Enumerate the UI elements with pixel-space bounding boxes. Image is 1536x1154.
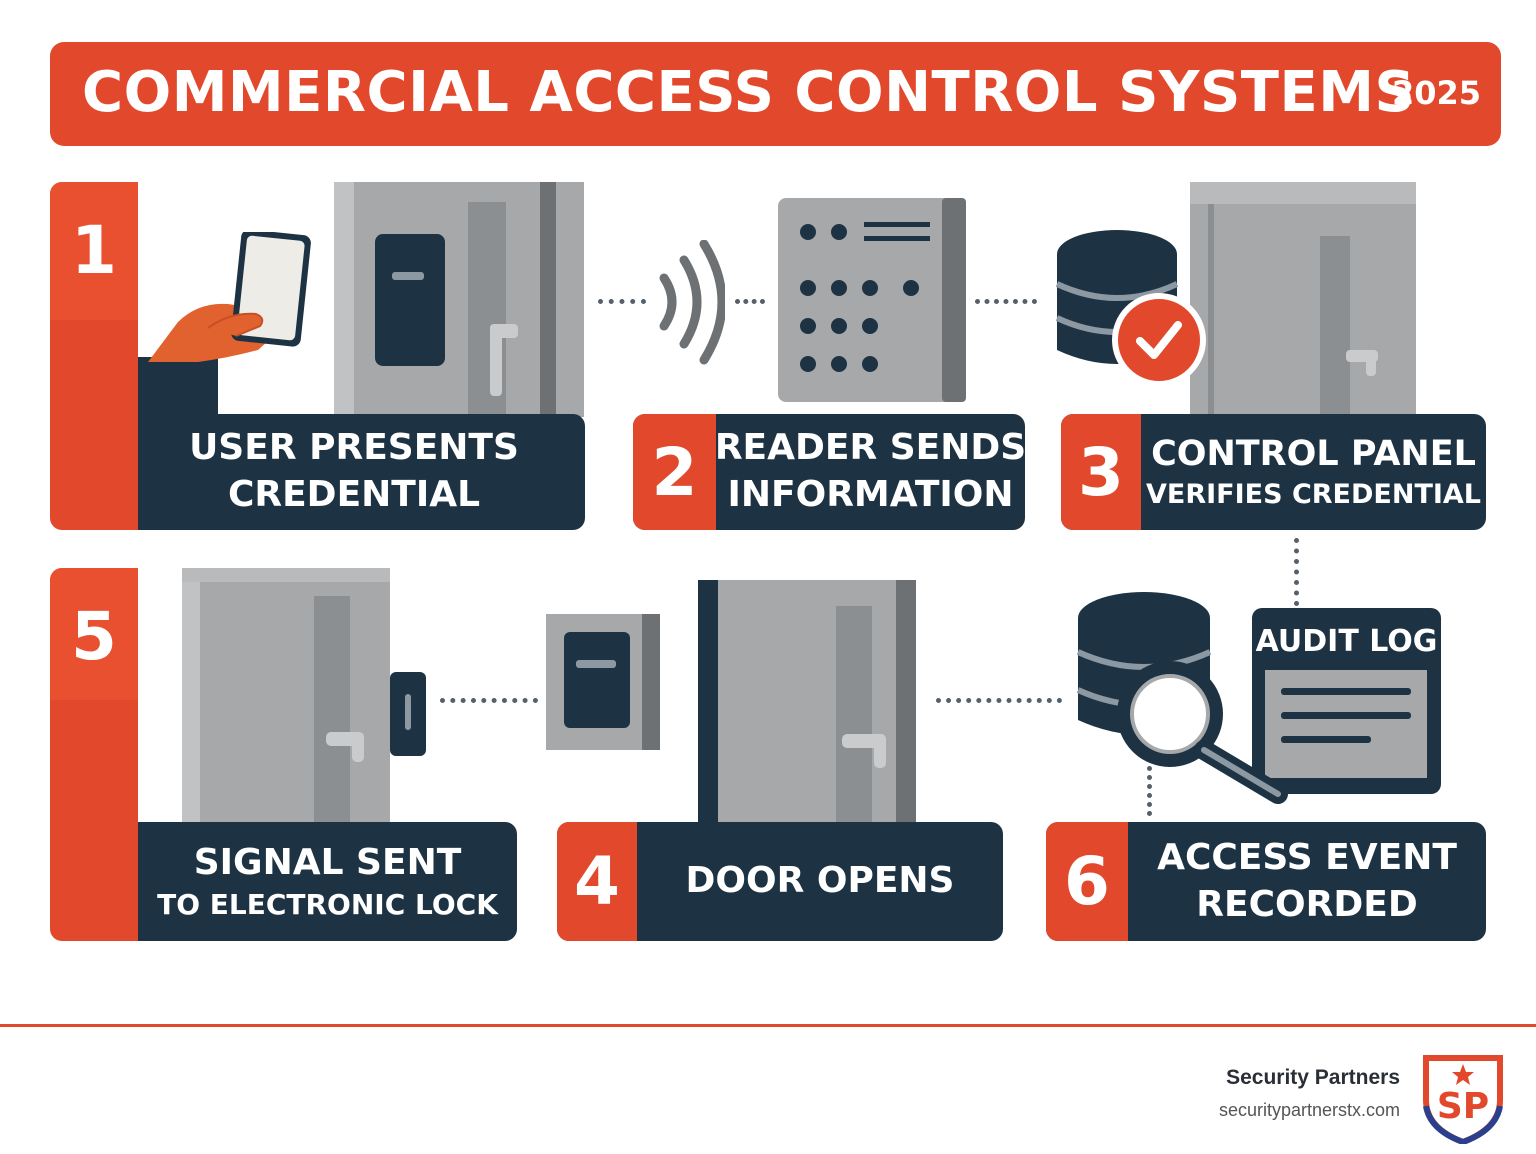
- connector-2-3: [975, 299, 1037, 304]
- connector-4-6: [936, 698, 1062, 703]
- footer-divider: [0, 1024, 1536, 1027]
- audit-log-icon: [1265, 670, 1427, 778]
- connector-4-5: [440, 698, 538, 703]
- page-title: COMMERCIAL ACCESS CONTROL SYSTEMS: [82, 60, 1416, 125]
- check-icon: [1112, 293, 1206, 387]
- step-6-card: 6: [1046, 822, 1486, 941]
- connector-1-2: [598, 299, 646, 304]
- connector-log-6: [1147, 766, 1152, 816]
- step-3-number: 3: [1061, 414, 1141, 530]
- shield-logo-icon: SP: [1423, 1055, 1503, 1144]
- step-5-card: [138, 822, 517, 941]
- door-reader-icon: [334, 182, 584, 417]
- step-2-number: 2: [633, 414, 716, 530]
- door-icon: [698, 580, 916, 822]
- hand-card-icon: [138, 232, 311, 417]
- step-3-card: 3: [1061, 414, 1486, 530]
- step-2-card: 2: [633, 414, 1025, 530]
- step-1-card: [138, 414, 585, 530]
- step-1-number: 1: [71, 212, 117, 289]
- keypad-reader-icon: [778, 198, 966, 402]
- door-icon: [182, 568, 390, 822]
- magnifier-icon: [1117, 661, 1288, 804]
- page-year: 2025: [1392, 74, 1482, 112]
- door-icon: [1190, 182, 1416, 417]
- company-url[interactable]: securitypartnerstx.com: [1218, 1100, 1400, 1120]
- step-5-number: 5: [71, 598, 117, 675]
- wireless-signal-icon: [659, 240, 725, 365]
- step-4-label: DOOR OPENS: [685, 860, 955, 902]
- step-6-number: 6: [1046, 822, 1128, 941]
- svg-text:SP: SP: [1437, 1086, 1489, 1127]
- company-name: Security Partners: [1226, 1066, 1400, 1089]
- audit-log-title: AUDIT LOG: [1255, 624, 1438, 659]
- step-4-number: 4: [557, 822, 637, 941]
- lock-icon: [390, 672, 426, 756]
- step-4-card: 4: [557, 822, 1003, 941]
- reader-icon: [546, 614, 660, 750]
- connector-3-6: [1294, 538, 1299, 606]
- title-banner: [50, 42, 1501, 146]
